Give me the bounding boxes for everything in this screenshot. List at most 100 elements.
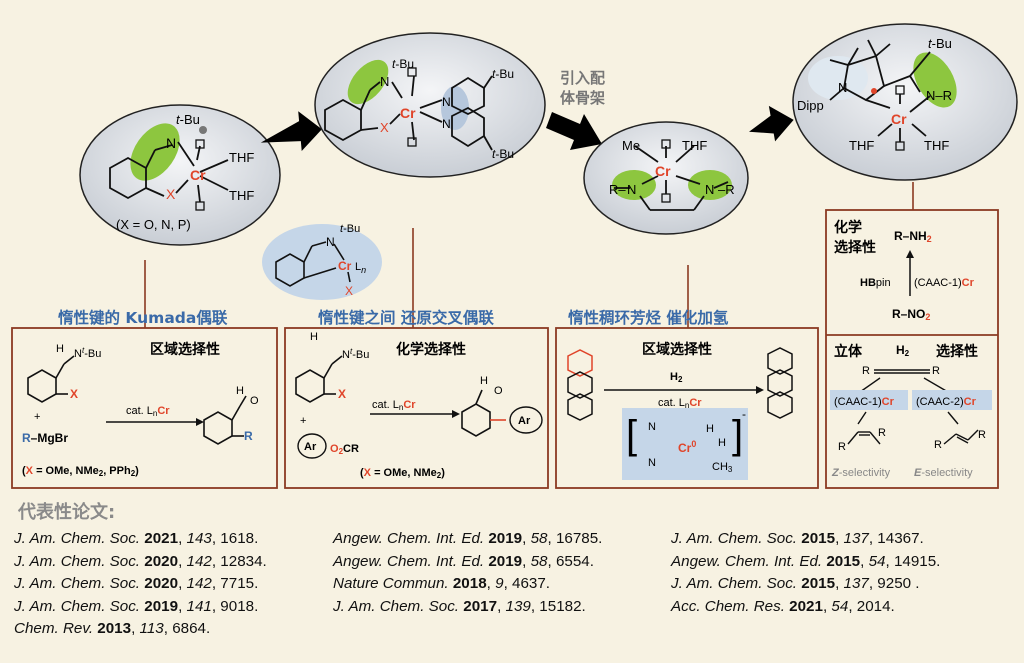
svg-text:N–R: N–R [926, 88, 952, 103]
reference-item: Angew. Chem. Int. Ed. 2015, 54, 14915. [671, 552, 941, 570]
svg-text:(X = OMe, NMe2, PPh2): (X = OMe, NMe2, PPh2) [22, 465, 139, 478]
svg-text:(X = O, N, P): (X = O, N, P) [116, 217, 191, 232]
svg-text:+: + [300, 415, 306, 427]
section-title-hydrogenation: 惰性稠环芳烃 催化加氢 [568, 309, 729, 327]
svg-text:E-selectivity: E-selectivity [914, 467, 973, 479]
reference-item: Nature Commun. 2018, 9, 4637. [333, 575, 551, 592]
arrow-3 [749, 105, 794, 142]
complex-ellipse-4: t-Bu N N–R Dipp Cr THF THF [792, 23, 1018, 181]
svg-text:化学选择性: 化学选择性 [396, 341, 466, 357]
svg-text:t-Bu: t-Bu [392, 57, 414, 71]
svg-text:Cr: Cr [190, 167, 206, 183]
complex-ellipse-1: N t-Bu Cr X THF THF (X = O, N, P) [79, 104, 281, 246]
arrow-2 [546, 112, 602, 150]
svg-text:HBpin: HBpin [860, 277, 891, 289]
svg-text:THF: THF [924, 138, 949, 153]
svg-text:R: R [932, 365, 940, 377]
svg-text:N: N [380, 74, 389, 89]
reference-item: J. Am. Chem. Soc. 2017, 139, 15182. [333, 597, 586, 615]
svg-text:O2CR: O2CR [330, 443, 359, 456]
svg-text:Cr: Cr [655, 163, 671, 179]
svg-text:N: N [442, 117, 451, 131]
svg-text:选择性: 选择性 [936, 343, 978, 359]
svg-text:H: H [706, 423, 714, 435]
svg-text:t-Bu: t-Bu [928, 36, 952, 51]
reference-row: J. Am. Chem. Soc. 2021, 143, 1618. Angew.… [14, 528, 1014, 551]
complex-ellipse-2: N t-Bu Cr X N N t-Bu t-Bu [314, 32, 546, 178]
svg-text:(CAAC-1)Cr: (CAAC-1)Cr [914, 277, 975, 289]
ligand-label-2: 体骨架 [560, 89, 605, 107]
svg-text:Ar: Ar [518, 415, 531, 427]
svg-text:R–: R– [609, 182, 626, 197]
svg-text:THF: THF [682, 138, 707, 153]
svg-text:THF: THF [229, 150, 254, 165]
reference-item: Angew. Chem. Int. Ed. 2019, 58, 16785. [333, 530, 603, 547]
svg-text:R–MgBr: R–MgBr [22, 431, 68, 445]
reference-item: J. Am. Chem. Soc. 2019, 141, 9018. [14, 597, 259, 615]
svg-text:O: O [494, 385, 503, 397]
svg-text:t-Bu: t-Bu [492, 67, 514, 81]
svg-text:区域选择性: 区域选择性 [150, 341, 220, 357]
svg-text:R–NH2: R–NH2 [894, 229, 932, 244]
ligand-label-1: 引入配 [560, 70, 605, 87]
svg-text:N: N [705, 182, 714, 197]
svg-text:cat. LnCr: cat. LnCr [126, 405, 170, 418]
section-title-reductive: 惰性键之间 还原交叉偶联 [318, 309, 494, 327]
svg-text:H: H [480, 375, 488, 387]
svg-text:Z-selectivity: Z-selectivity [831, 467, 891, 479]
crln-intermediate: N t-Bu Cr Ln X [262, 223, 382, 300]
svg-text:H2: H2 [896, 343, 910, 358]
svg-text:Cr: Cr [400, 105, 416, 121]
reductive-box: 化学选择性 H Nt-Bu X + Ar O2CR cat. LnCr H O … [284, 327, 549, 489]
reference-row: J. Am. Chem. Soc. 2019, 141, 9018. J. Am.… [14, 596, 1014, 619]
svg-text:CH3: CH3 [712, 461, 733, 474]
svg-text:X: X [338, 387, 346, 401]
svg-text:X: X [70, 387, 78, 401]
reference-item: Chem. Rev. 2013, 113, 6864. [14, 620, 211, 637]
reference-item: Acc. Chem. Res. 2021, 54, 2014. [671, 597, 895, 615]
svg-text:-: - [742, 407, 746, 421]
svg-text:]: ] [732, 413, 743, 457]
svg-text:H2: H2 [670, 371, 683, 384]
svg-text:化学: 化学 [834, 219, 862, 235]
reference-row: J. Am. Chem. Soc. 2020, 142, 7715.Nature… [14, 573, 1014, 596]
svg-text:O: O [250, 395, 259, 407]
svg-text:X: X [166, 186, 176, 202]
svg-text:X: X [345, 284, 353, 298]
svg-text:立体: 立体 [834, 343, 863, 359]
svg-text:[: [ [626, 413, 637, 457]
svg-text:N: N [326, 235, 335, 249]
references-list: J. Am. Chem. Soc. 2021, 143, 1618. Angew.… [14, 528, 1014, 641]
svg-text:Cr: Cr [338, 259, 352, 273]
svg-text:R: R [934, 439, 942, 451]
caac-box: 化学 选择性 R–NH2 HBpin (CAAC-1)Cr R–NO2 立体 H… [825, 209, 999, 489]
reference-item: J. Am. Chem. Soc. 2015, 137, 14367. [671, 530, 924, 547]
svg-text:cat. LnCr: cat. LnCr [372, 399, 416, 412]
reference-item: J. Am. Chem. Soc. 2020, 142, 12834. [14, 552, 267, 570]
svg-text:R: R [862, 365, 870, 377]
svg-text:Dipp: Dipp [797, 98, 824, 113]
svg-text:Nt-Bu: Nt-Bu [74, 346, 101, 360]
svg-text:cat. LnCr: cat. LnCr [658, 397, 702, 410]
svg-text:N: N [166, 135, 176, 151]
svg-text:H: H [718, 437, 726, 449]
kumada-box: 区域选择性 H Nt-Bu X + R–MgBr cat. LnCr H O R… [11, 327, 278, 489]
svg-text:–R: –R [718, 182, 735, 197]
section-title-kumada: 惰性键的 Kumada偶联 [58, 309, 228, 327]
complex-ellipse-3: Me THF Cr N N R– –R [583, 121, 749, 235]
svg-text:N: N [442, 95, 451, 109]
svg-text:R: R [838, 441, 846, 453]
svg-text:N: N [648, 421, 656, 433]
reference-item: J. Am. Chem. Soc. 2021, 143, 1618. [14, 530, 259, 547]
svg-text:H: H [56, 343, 64, 355]
svg-text:X: X [380, 120, 389, 135]
svg-text:R: R [244, 429, 253, 443]
svg-text:t-Bu: t-Bu [176, 112, 200, 127]
reference-item: J. Am. Chem. Soc. 2015, 137, 9250 . [671, 575, 920, 592]
arrow-1 [260, 111, 322, 152]
svg-text:(CAAC-1)Cr: (CAAC-1)Cr [834, 396, 895, 408]
svg-text:R: R [878, 427, 886, 439]
references-heading: 代表性论文: [18, 502, 116, 523]
